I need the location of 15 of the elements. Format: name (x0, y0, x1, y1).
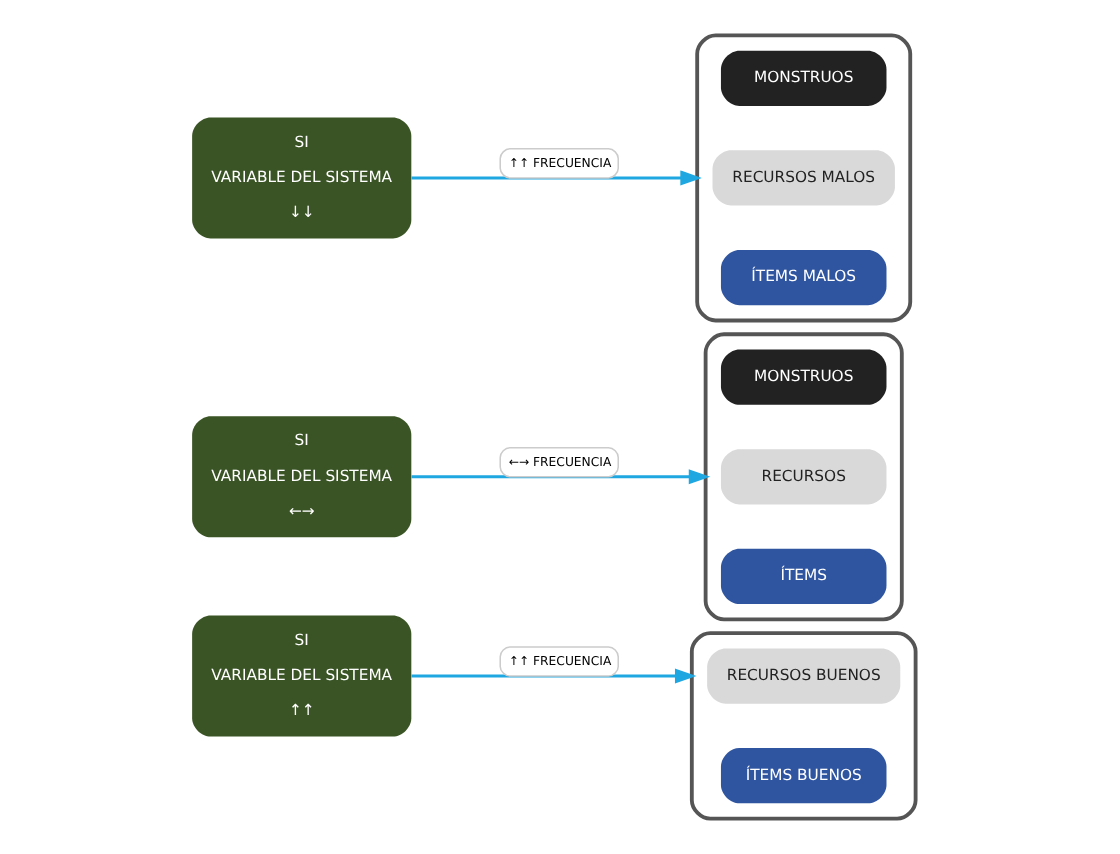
node-box: SI VARIABLE DEL SISTEMA ↑↑ (192, 615, 412, 737)
node-box: RECURSOS BUENOS (707, 648, 901, 704)
node-box: SI VARIABLE DEL SISTEMA ←→ (192, 416, 412, 538)
node-box: RECURSOS (720, 449, 887, 505)
arrow (411, 668, 697, 684)
node-box: SI VARIABLE DEL SISTEMA ↓↓ (192, 117, 412, 239)
node-box: ÍTEMS MALOS (720, 249, 887, 306)
cluster (689, 631, 918, 821)
cluster (695, 33, 913, 323)
cluster (703, 332, 904, 622)
node-box: ÍTEMS (720, 548, 887, 605)
node-box: MONSTRUOS (720, 349, 887, 405)
node-box: ÍTEMS BUENOS (720, 748, 887, 804)
node-box: RECURSOS MALOS (712, 150, 895, 206)
node-box: MONSTRUOS (720, 50, 887, 106)
